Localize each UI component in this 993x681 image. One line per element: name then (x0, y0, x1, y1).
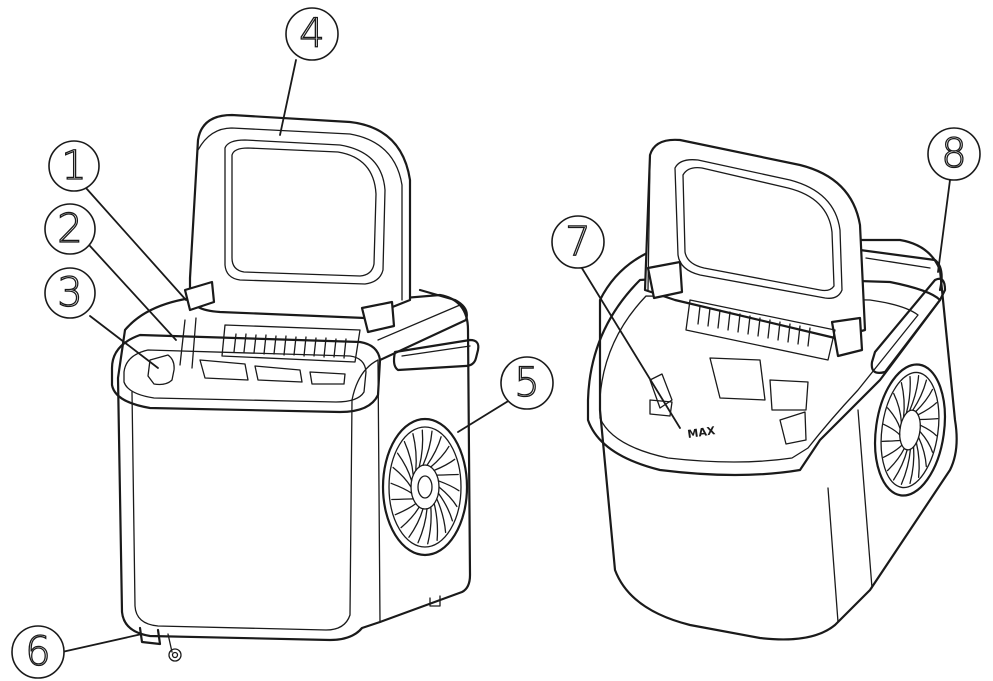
callout-1-label: 1 (61, 143, 86, 189)
fan-blade (433, 458, 456, 472)
fan-blade (390, 482, 413, 494)
fan-blade (438, 486, 458, 508)
fan-blade (408, 508, 424, 538)
fan-blade (905, 375, 911, 414)
leader-lines (61, 59, 951, 653)
fan-blade (394, 502, 417, 516)
fan-blade (893, 392, 903, 424)
callout-6: 6 (11, 625, 65, 679)
fan-blade (426, 436, 442, 466)
fan-blade (915, 388, 934, 413)
fan-blade (433, 502, 439, 541)
left-body-outline (116, 293, 472, 642)
fan-blade (396, 452, 413, 482)
fan-blade (437, 492, 454, 522)
fan-blade (418, 429, 424, 468)
fan-blade (422, 430, 433, 466)
fan-blade (391, 498, 414, 501)
right-ice-maker: MAX (586, 138, 958, 641)
fan-blade (908, 375, 920, 412)
left-lid (188, 113, 412, 320)
callout-8: 8 (927, 127, 981, 181)
callout-3-label: 3 (57, 270, 82, 316)
fan-blade (427, 506, 432, 545)
fan-blade (892, 449, 908, 481)
callout-2-label: 2 (57, 206, 82, 252)
callout-4: 4 (285, 7, 339, 61)
fan-blade (392, 466, 412, 488)
fan-blade (917, 436, 927, 468)
fan-blade (919, 424, 938, 437)
left-fan-vent (381, 417, 469, 557)
fan-blade (915, 442, 920, 478)
fan-blade (436, 473, 459, 476)
callout-6-label: 6 (25, 629, 50, 675)
fan-blade (912, 379, 928, 411)
fan-blade (900, 448, 912, 485)
fan-blade (412, 433, 417, 472)
fan-blade (417, 508, 428, 544)
max-fill-mark: MAX (687, 424, 717, 441)
fan-blade (430, 445, 450, 468)
callout-5: 5 (500, 356, 554, 410)
fan-blade (886, 407, 901, 430)
fan-blade (909, 446, 915, 485)
fan-blade (881, 439, 902, 443)
fan-blade (900, 382, 905, 418)
left-ice-maker (110, 113, 480, 662)
callout-8-label: 8 (941, 131, 966, 177)
fan-blade (886, 447, 905, 472)
fan-blade (400, 506, 420, 529)
fan-blade (919, 430, 934, 453)
fan-blade (918, 417, 939, 421)
fan-blade (403, 440, 414, 476)
callout-7-label: 7 (565, 219, 590, 265)
callout-2: 2 (44, 203, 96, 255)
callout-5-label: 5 (514, 360, 539, 406)
callout-4-label: 4 (299, 11, 324, 57)
callout-3: 3 (44, 267, 96, 319)
fan-blade (882, 423, 901, 436)
right-fan-vent (874, 363, 946, 497)
fan-blade (437, 480, 460, 492)
callout-1: 1 (48, 140, 100, 192)
fan-blade (436, 498, 447, 534)
fan-blade (882, 444, 903, 458)
fan-blade (917, 402, 938, 416)
callout-7: 7 (551, 215, 605, 269)
